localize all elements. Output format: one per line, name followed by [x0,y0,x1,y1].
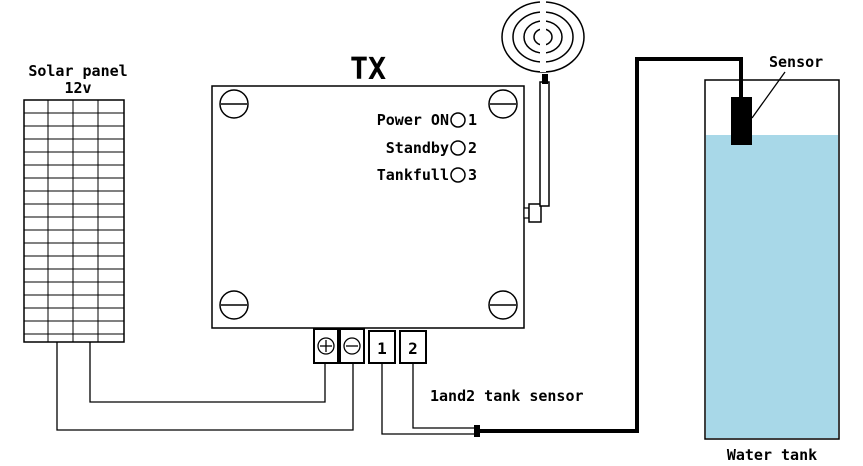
radio-signal-icon [501,0,585,73]
indicator-number: 2 [468,139,477,157]
water-tank [704,79,840,440]
solar-panel-label: Solar panel [28,62,127,80]
terminal-2: 2 [399,330,427,364]
terminal-negative [339,328,365,364]
wire-solar-negative [56,342,354,431]
water-tank-label: Water tank [727,446,817,464]
solar-panel-voltage-label: 12v [64,79,91,97]
led-icon [450,140,466,156]
tank-sensor-wiring-label: 1and2 tank sensor [430,387,584,405]
indicator-label: Tankfull [377,166,449,184]
tx-title: TX [350,52,386,87]
antenna [523,74,550,223]
terminal-number: 1 [377,339,387,358]
terminal-1: 1 [368,330,396,364]
sensor-cable [478,57,743,433]
terminal-block: 1 2 [313,328,427,364]
sensor-label: Sensor [769,53,823,71]
indicator-tank-full: Tankfull 3 [377,166,477,184]
wire-solar-positive [89,342,326,403]
tx-unit [211,85,525,329]
indicator-label: Power ON [377,111,449,129]
terminal-number: 2 [408,339,418,358]
sensor-callout-line [751,71,786,119]
screw-bottom-right [488,290,518,320]
indicator-standby: Standby 2 [386,139,477,157]
water [706,135,838,438]
indicator-number: 3 [468,166,477,184]
sensor-probe [731,97,752,145]
screw-top-right [488,89,518,119]
wire-terminal-1 [381,363,477,435]
led-icon [450,112,466,128]
terminal-positive [313,328,339,364]
wire-terminal-2 [412,363,477,429]
led-icon [450,167,466,183]
screw-bottom-left [219,290,249,320]
indicator-power-on: Power ON 1 [377,111,477,129]
solar-panel [23,99,125,343]
indicator-number: 1 [468,111,477,129]
solar-panel-cells [24,112,124,335]
indicator-label: Standby [386,139,449,157]
wire-splice [474,425,480,437]
screw-top-left [219,89,249,119]
